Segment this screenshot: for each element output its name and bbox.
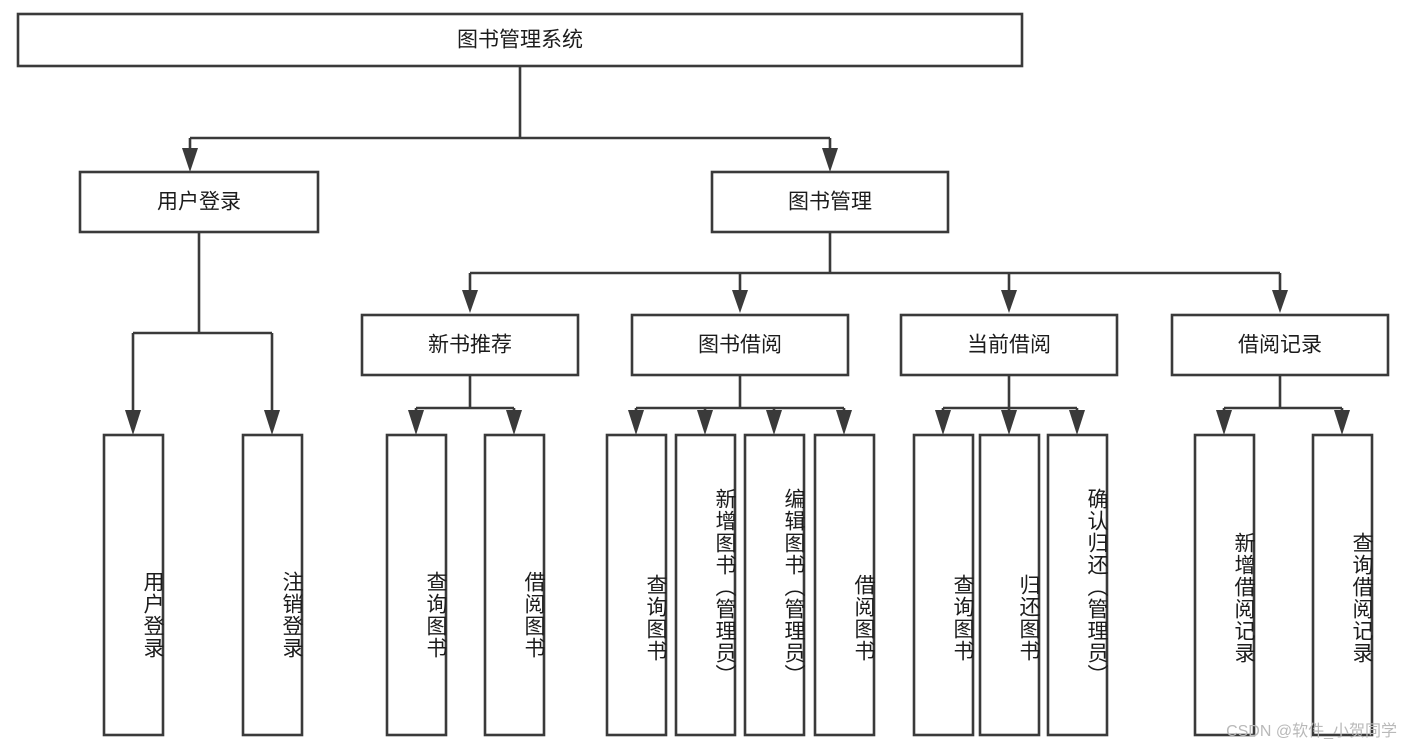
leaf-book-borrow-4[interactable]	[813, 433, 876, 737]
edge-newbook-to-leaves	[408, 375, 522, 435]
arrow-head-icon	[1216, 410, 1232, 435]
edge-current-to-leaves	[935, 375, 1085, 435]
leaf-user-login-1[interactable]	[102, 433, 165, 737]
node-borrow-record-label: 借阅记录	[1238, 334, 1322, 357]
node-book-management[interactable]	[710, 170, 950, 234]
node-book-management-label: 图书管理	[788, 191, 872, 214]
arrow-head-icon	[1334, 410, 1350, 435]
csdn-watermark: CSDN @软件_小贺同学	[1226, 723, 1397, 740]
arrow-head-icon	[264, 410, 280, 435]
arrow-head-icon	[822, 148, 838, 172]
arrow-head-icon	[1001, 410, 1017, 435]
node-new-book-recommend-label: 新书推荐	[428, 334, 512, 357]
arrow-head-icon	[628, 410, 644, 435]
edge-root-to-level2	[182, 66, 838, 172]
arrow-head-icon	[935, 410, 951, 435]
node-current-borrow-label: 当前借阅	[967, 334, 1051, 357]
arrow-head-icon	[182, 148, 198, 172]
node-user-login[interactable]	[78, 170, 320, 234]
node-user-login-label: 用户登录	[157, 191, 241, 214]
leaf-book-borrow-2[interactable]	[674, 433, 737, 737]
leaf-current-borrow-1[interactable]	[912, 433, 975, 737]
arrow-head-icon	[1001, 290, 1017, 313]
node-book-borrow-label: 图书借阅	[698, 334, 782, 357]
leaf-borrow-record-2[interactable]	[1311, 433, 1374, 737]
node-new-book-recommend[interactable]	[360, 313, 580, 377]
leaf-user-login-2[interactable]	[241, 433, 304, 737]
arrow-head-icon	[732, 290, 748, 313]
arrow-head-icon	[697, 410, 713, 435]
arrow-head-icon	[506, 410, 522, 435]
arrow-head-icon	[408, 410, 424, 435]
leaf-book-borrow-3[interactable]	[743, 433, 806, 737]
node-root-label: 图书管理系统	[457, 29, 583, 52]
node-root[interactable]	[16, 12, 1024, 68]
node-borrow-record[interactable]	[1170, 313, 1390, 377]
leaf-book-borrow-1[interactable]	[605, 433, 668, 737]
leaf-borrow-record-1[interactable]	[1193, 433, 1256, 737]
edge-borrow-to-leaves	[628, 375, 852, 435]
arrow-head-icon	[125, 410, 141, 435]
arrow-head-icon	[766, 410, 782, 435]
leaf-new-book-2[interactable]	[483, 433, 546, 737]
leaf-current-borrow-2[interactable]	[978, 433, 1041, 737]
leaf-current-borrow-3[interactable]	[1046, 433, 1109, 737]
arrow-head-icon	[836, 410, 852, 435]
edge-login-to-leaves	[125, 232, 280, 435]
edge-bookmgr-to-level3	[462, 232, 1288, 313]
node-book-borrow[interactable]	[630, 313, 850, 377]
node-current-borrow[interactable]	[899, 313, 1119, 377]
arrow-head-icon	[462, 290, 478, 313]
leaf-new-book-1[interactable]	[385, 433, 448, 737]
arrow-head-icon	[1069, 410, 1085, 435]
edge-record-to-leaves	[1216, 375, 1350, 435]
arrow-head-icon	[1272, 290, 1288, 313]
